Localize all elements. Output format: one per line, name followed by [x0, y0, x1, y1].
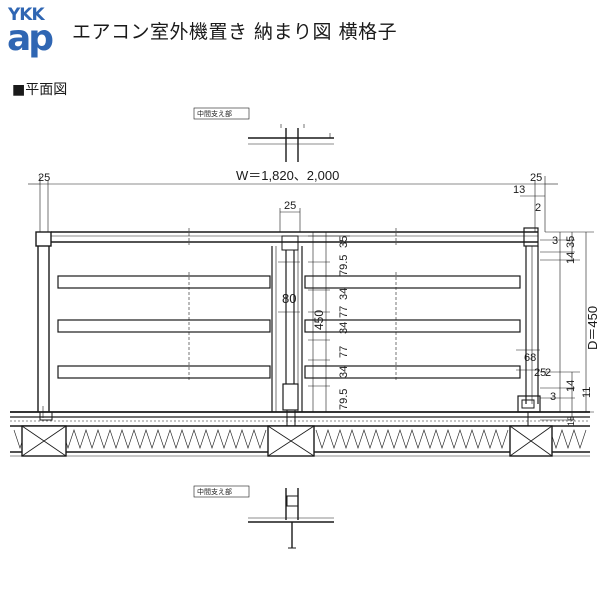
dim-r-14-bottom: 14 — [565, 380, 577, 392]
top-rail — [35, 228, 538, 247]
dim-corner-13: 13 — [513, 184, 525, 196]
left-end-post — [37, 246, 53, 421]
dim-r-35: 35 — [565, 236, 577, 248]
dim-end-right: 25 — [530, 172, 542, 184]
dim-post-width: 25 — [284, 200, 296, 212]
top-detail-callout — [193, 107, 334, 162]
dim-overall-width: W＝1,820、2,000 — [236, 168, 339, 183]
dim-slat-35: 35 — [338, 236, 350, 248]
dim-slat-79-5-bottom: 79.5 — [338, 389, 350, 410]
dim-slat-34-a: 34 — [338, 288, 350, 300]
dim-r-3-top: 3 — [552, 235, 558, 247]
page-title: エアコン室外機置き 納まり図 横格子 — [72, 21, 398, 43]
dim-slat-77-b: 77 — [338, 346, 350, 358]
width-dimension-line — [28, 176, 558, 232]
logo-ap-text: ap — [7, 18, 54, 59]
dim-slat-79-5-top: 79.5 — [338, 255, 350, 276]
section-heading-plan-view: ■平面図 — [12, 82, 68, 98]
logo-ykk-text: YKK — [8, 5, 45, 25]
deck-floor-section — [10, 411, 590, 457]
dim-r-2: 2 — [545, 367, 551, 379]
dim-depth: D＝450 — [585, 306, 600, 350]
center-intermediate-post — [271, 235, 303, 452]
dim-slat-34-c: 34 — [338, 366, 350, 378]
dim-post-80: 80 — [282, 291, 296, 306]
dim-slat-34-b: 34 — [338, 322, 350, 334]
dim-r-11: 11 — [581, 387, 593, 398]
bottom-detail-callout — [193, 485, 334, 549]
dim-r-68: 68 — [524, 352, 536, 364]
dim-end-left: 25 — [38, 172, 50, 184]
dim-slat-77-a: 77 — [338, 306, 350, 318]
dim-r-3-bottom: 3 — [550, 391, 556, 403]
dim-r-25: 25 — [534, 367, 546, 379]
top-detail-label: 中間支え部 — [197, 109, 232, 118]
bottom-detail-label: 中間支え部 — [197, 487, 232, 496]
dim-r-14-top: 14 — [565, 252, 577, 264]
dim-depth-inner: 450 — [312, 310, 326, 330]
dim-r-18: 18 — [566, 416, 576, 426]
right-end-post — [517, 227, 541, 440]
vertical-dimension-lines — [308, 231, 594, 421]
dim-corner-2: 2 — [535, 202, 541, 214]
horizontal-slats — [57, 272, 521, 382]
ykk-ap-logo: YKK ap — [7, 5, 62, 59]
